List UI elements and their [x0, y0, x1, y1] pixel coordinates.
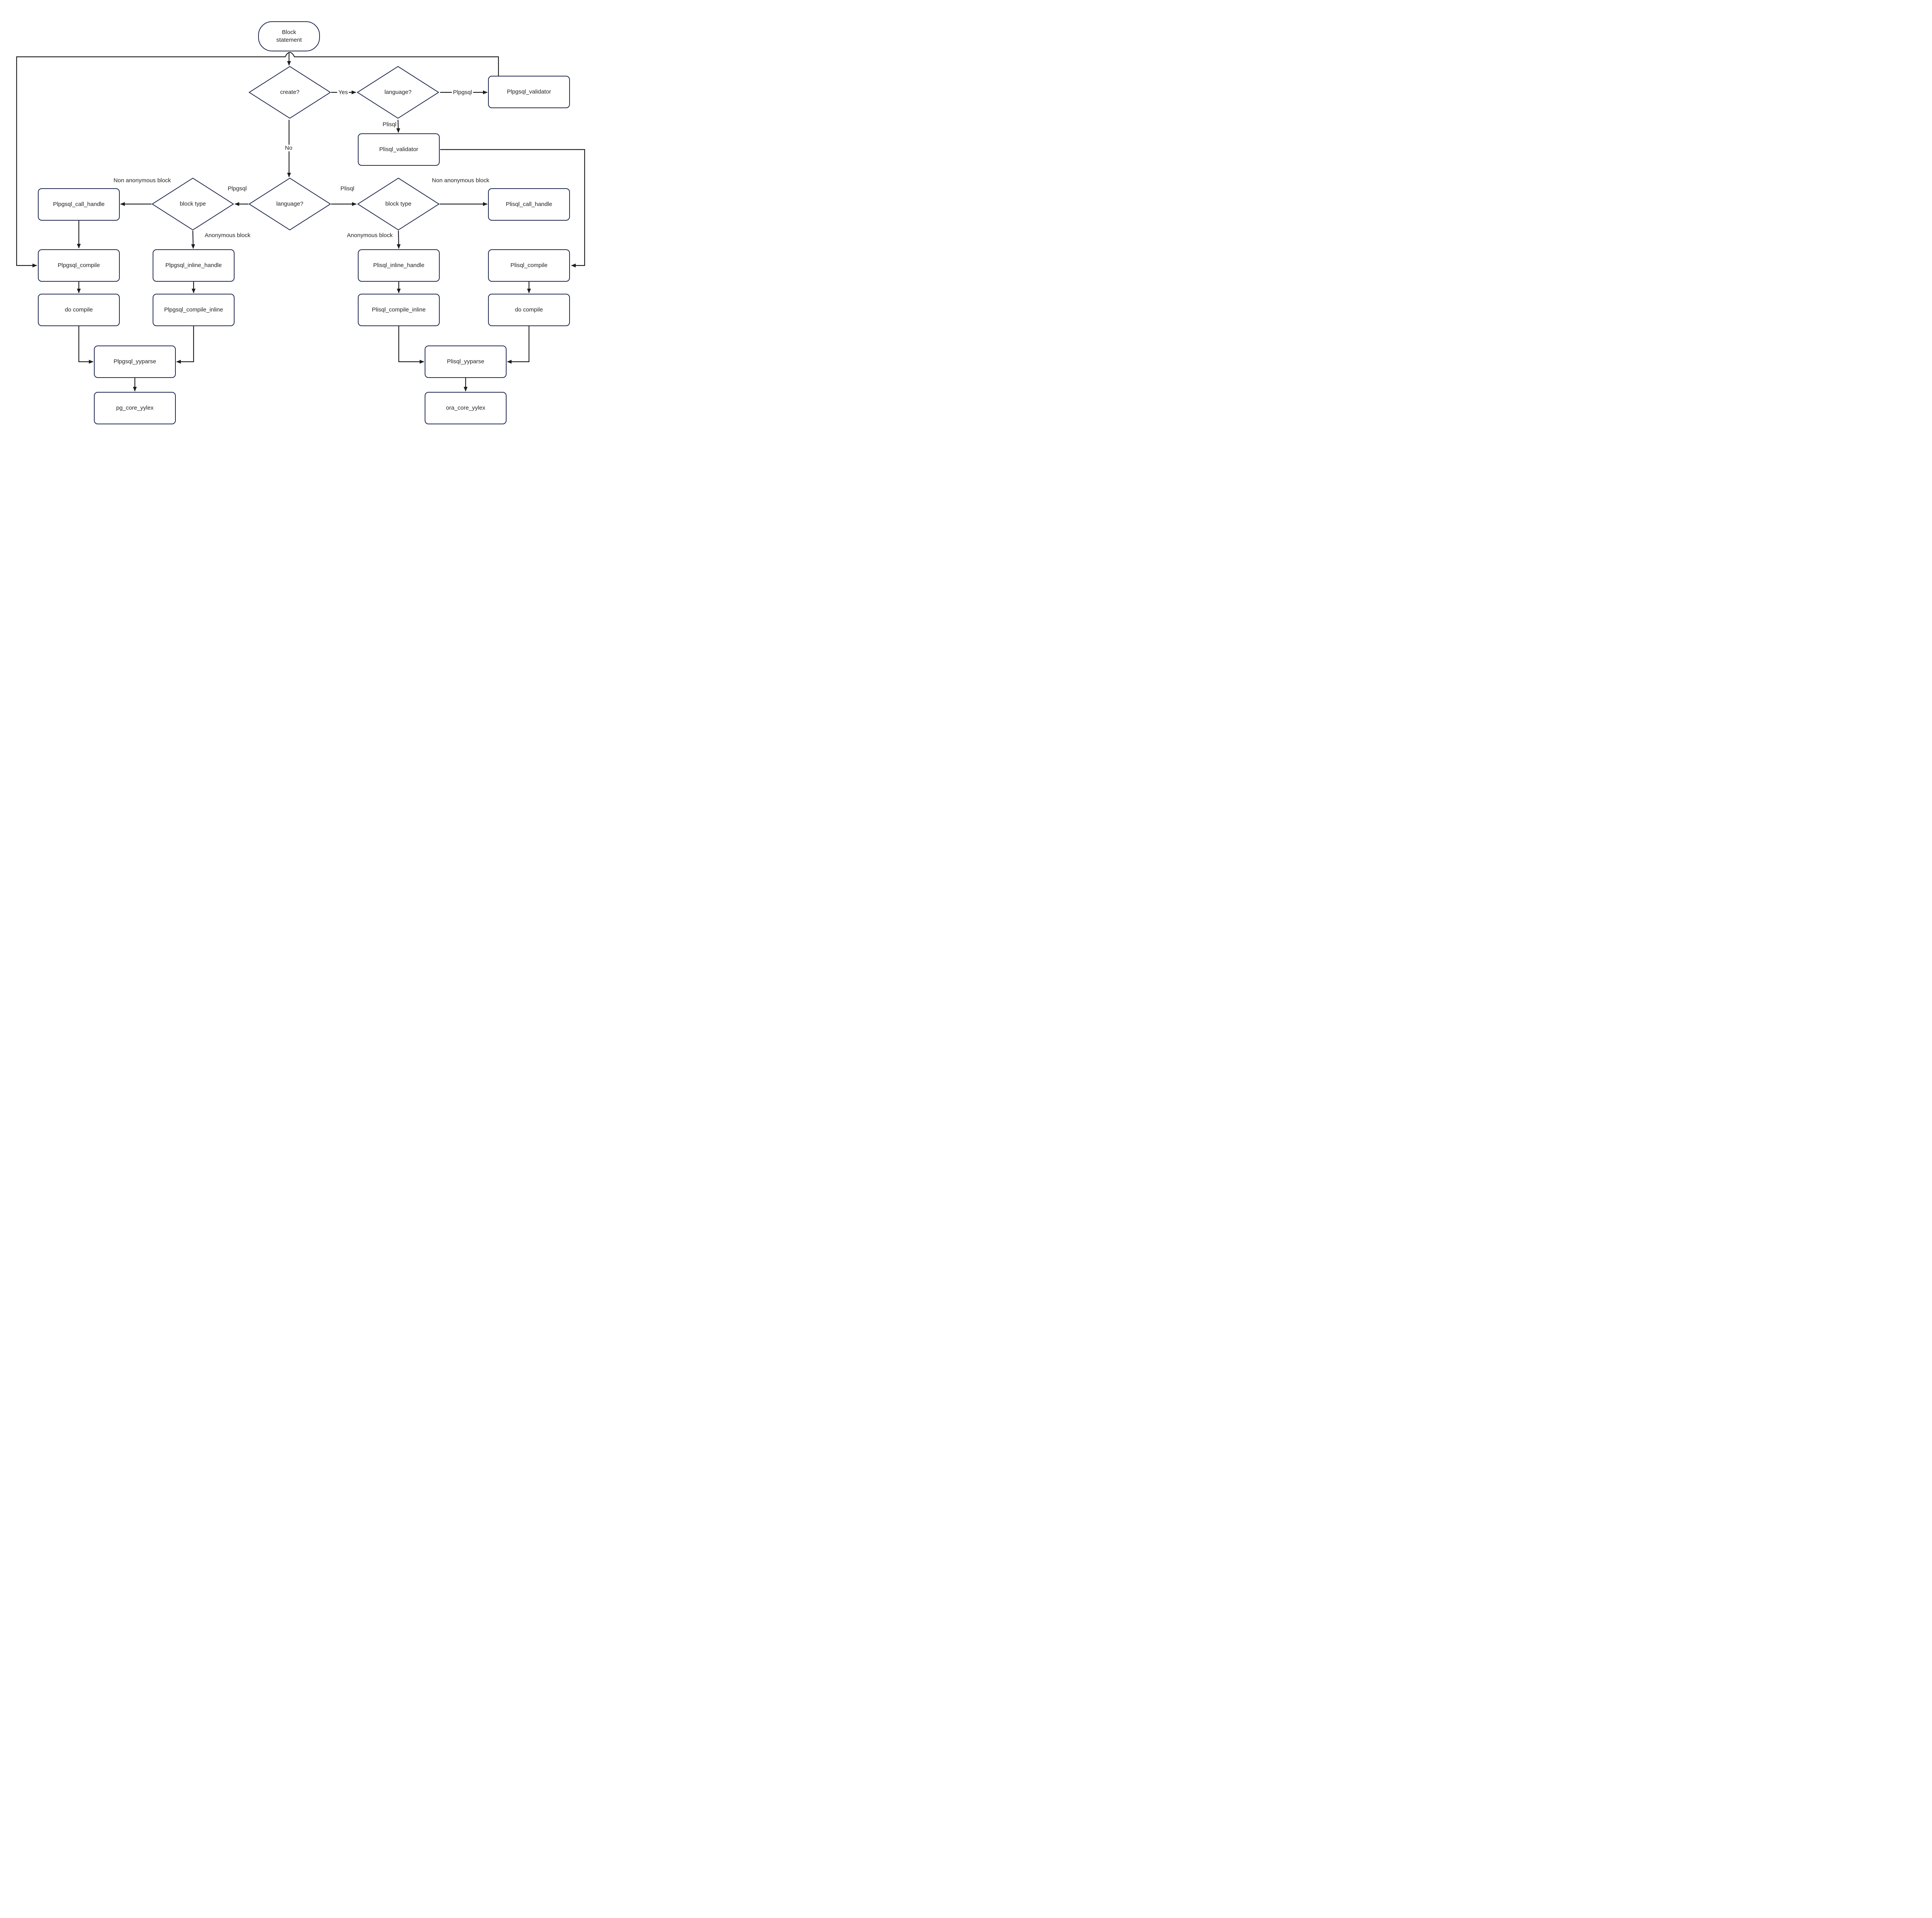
node-ora-core-yylex: ora_core_yylex — [425, 392, 507, 424]
diamond-shape — [357, 66, 439, 119]
node-plisql-compile-inline: Plisql_compile_inline — [358, 294, 440, 326]
node-label: Plpgsql_validator — [507, 88, 551, 95]
node-label: Plpgsql_yyparse — [113, 358, 156, 365]
node-plpgsql-compile: Plpgsql_compile — [38, 249, 120, 282]
connector-layer — [16, 52, 585, 391]
node-label: Plisql_inline_handle — [373, 262, 425, 269]
edge-do-compile-left-to-plpgsql-yyparse — [78, 326, 94, 364]
node-label: Plisql_validator — [379, 146, 418, 153]
node-do-compile-left: do compile — [38, 294, 120, 326]
diamond-shape — [151, 177, 234, 231]
node-plpgsql-inline-handle: Plpgsql_inline_handle — [153, 249, 235, 282]
node-label: do compile — [65, 306, 93, 313]
node-label: Plpgsql_call_handle — [53, 201, 105, 208]
node-plisql-call-handle: Plisql_call_handle — [488, 188, 570, 221]
node-label: Plpgsql_inline_handle — [165, 262, 222, 269]
node-label: block type — [385, 200, 412, 207]
node-block-type-right: block type — [357, 177, 440, 231]
node-label: Plisql_yyparse — [447, 358, 485, 365]
diamond-shape — [248, 66, 331, 119]
flowchart-canvas: Block statement create? language? langua… — [0, 0, 599, 425]
edge-label-plisql-top: Plisql — [381, 121, 398, 128]
edge-label-non-anonymous-right: Non anonymous block — [430, 177, 491, 184]
node-label: Plpgsql_compile_inline — [164, 306, 223, 313]
node-plpgsql-call-handle: Plpgsql_call_handle — [38, 188, 120, 221]
edge-label-plisql-right: Plisql — [339, 185, 355, 192]
edge-label-plpgsql-left: Plpgsql — [226, 185, 248, 192]
edge-label-non-anonymous-left: Non anonymous block — [112, 177, 172, 184]
node-label: Plisql_compile_inline — [372, 306, 426, 313]
edge-label-plpgsql-top: Plpgsql — [452, 89, 473, 96]
node-label: Plisql_call_handle — [505, 201, 553, 208]
edge-do-compile-right-to-plisql-yyparse — [507, 326, 530, 364]
node-create-decision: create? — [248, 66, 331, 119]
node-block-type-left: block type — [151, 177, 234, 231]
edge-label-no: No — [284, 145, 294, 151]
node-do-compile-right: do compile — [488, 294, 570, 326]
node-plpgsql-validator: Plpgsql_validator — [488, 76, 570, 108]
node-label: Plpgsql_compile — [58, 262, 100, 269]
edge-label-anonymous-right: Anonymous block — [345, 232, 394, 239]
node-block-statement: Block statement — [258, 21, 320, 51]
node-plpgsql-yyparse: Plpgsql_yyparse — [94, 345, 176, 378]
node-label: block type — [180, 200, 206, 207]
edge-block-type-right-to-plisql-inline-handle — [396, 230, 401, 249]
edge-label-yes: Yes — [337, 89, 349, 96]
node-plisql-yyparse: Plisql_yyparse — [425, 345, 507, 378]
diamond-shape — [357, 177, 440, 231]
node-language-decision-top: language? — [357, 66, 439, 119]
node-label: language? — [276, 200, 304, 207]
edge-plpgsql-compile-inline-to-plpgsql-yyparse — [176, 326, 194, 364]
node-label: pg_core_yylex — [116, 404, 154, 411]
diamond-shape — [248, 177, 331, 231]
node-plisql-validator: Plisql_validator — [358, 133, 440, 166]
node-label: create? — [280, 88, 300, 95]
edge-label-anonymous-left: Anonymous block — [203, 232, 252, 239]
node-label: Block statement — [276, 29, 302, 43]
node-label: do compile — [515, 306, 543, 313]
edge-plpgsql-validator-to-plpgsql-compile — [16, 52, 499, 267]
node-language-decision-center: language? — [248, 177, 331, 231]
node-pg-core-yylex: pg_core_yylex — [94, 392, 176, 424]
edge-plisql-compile-inline-to-plisql-yyparse — [398, 326, 424, 364]
node-plpgsql-compile-inline: Plpgsql_compile_inline — [153, 294, 235, 326]
node-plisql-compile: Plisql_compile — [488, 249, 570, 282]
node-label: language? — [384, 88, 412, 95]
edge-plisql-validator-to-plisql-compile — [440, 149, 585, 267]
node-plisql-inline-handle: Plisql_inline_handle — [358, 249, 440, 282]
node-label: Plisql_compile — [510, 262, 548, 269]
node-label: ora_core_yylex — [446, 404, 485, 411]
